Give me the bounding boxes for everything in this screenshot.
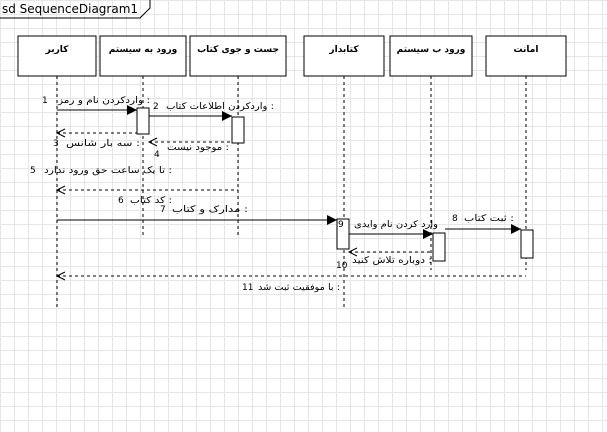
lifeline-name: کتابدار xyxy=(328,45,359,55)
message-number: 5 xyxy=(30,166,36,176)
message-text: با موفقیت ثبت شد : xyxy=(258,283,340,293)
message-9[interactable]: 9 وارد کردن نام وایدی xyxy=(338,220,438,239)
message-8[interactable]: 8 ثبت کتاب : xyxy=(445,214,521,234)
diagram-frame: sd SequenceDiagram1 xyxy=(0,0,151,19)
message-number: 6 xyxy=(118,196,124,206)
message-number: 11 xyxy=(242,283,253,293)
lifeline-name: کاربر xyxy=(45,45,70,55)
message-number: 9 xyxy=(338,220,344,230)
message-5[interactable]: 5 تا یک ساعت حق ورود ندارد : xyxy=(30,166,238,195)
message-11[interactable]: 11 با موفقیت ثبت شد : xyxy=(55,271,526,293)
message-10[interactable]: 10 دوباره تلاش کنید : xyxy=(336,247,433,271)
message-text: کد کتاب : xyxy=(130,196,172,206)
message-number: 3 xyxy=(53,139,59,149)
lifeline-login-system[interactable]: ورود به سیستم xyxy=(99,35,187,236)
lifeline-name: امانت xyxy=(514,45,539,55)
lifeline-name: ورود به سیستم xyxy=(109,45,178,55)
message-text: سه بار شانس : xyxy=(66,139,140,149)
message-number: 2 xyxy=(153,102,159,112)
message-text: وارد کردن نام وایدی xyxy=(354,220,438,230)
message-number: 8 xyxy=(452,214,458,224)
message-text: مدارک و کتاب : xyxy=(172,204,248,215)
activation-bar xyxy=(136,107,150,135)
message-4[interactable]: 4 موجود نیست : xyxy=(147,137,232,160)
message-text: تا یک ساعت حق ورود ندارد : xyxy=(44,166,172,176)
message-number: 7 xyxy=(160,205,166,215)
frame-title: sd SequenceDiagram1 xyxy=(2,2,138,16)
message-text: دوباره تلاش کنید : xyxy=(352,256,432,266)
message-3[interactable]: 3 سه بار شانس : xyxy=(53,128,140,149)
message-text: ثبت کتاب : xyxy=(464,214,514,224)
activation-bar xyxy=(520,229,534,259)
lifeline-search-book[interactable]: جست و جوی کتاب xyxy=(189,35,287,236)
activation-bar xyxy=(231,116,245,144)
message-number: 10 xyxy=(336,261,348,271)
lifeline-user[interactable]: کاربر xyxy=(17,35,97,308)
lifeline-librarian[interactable]: کتابدار xyxy=(303,35,385,308)
message-number: 1 xyxy=(42,96,48,106)
message-2[interactable]: 2 واردکردن اطلاعات کتاب : xyxy=(149,102,274,121)
message-number: 4 xyxy=(154,150,160,160)
message-text: واردکردن نام و رمز : xyxy=(57,96,150,106)
message-text: موجود نیست : xyxy=(167,143,229,153)
lifeline-login-system-2[interactable]: ورود ب سیستم xyxy=(389,35,473,270)
message-7[interactable]: 7 مدارک و کتاب : xyxy=(57,204,337,225)
activation-bar xyxy=(432,232,446,262)
lifeline-name: جست و جوی کتاب xyxy=(197,45,279,55)
message-1[interactable]: 1 واردکردن نام و رمز : xyxy=(42,96,150,115)
lifeline-name: ورود ب سیستم xyxy=(397,45,466,55)
lifeline-loan[interactable]: امانت xyxy=(485,35,567,270)
message-text: واردکردن اطلاعات کتاب : xyxy=(166,102,274,112)
message-6[interactable]: 6 کد کتاب : xyxy=(118,196,172,206)
